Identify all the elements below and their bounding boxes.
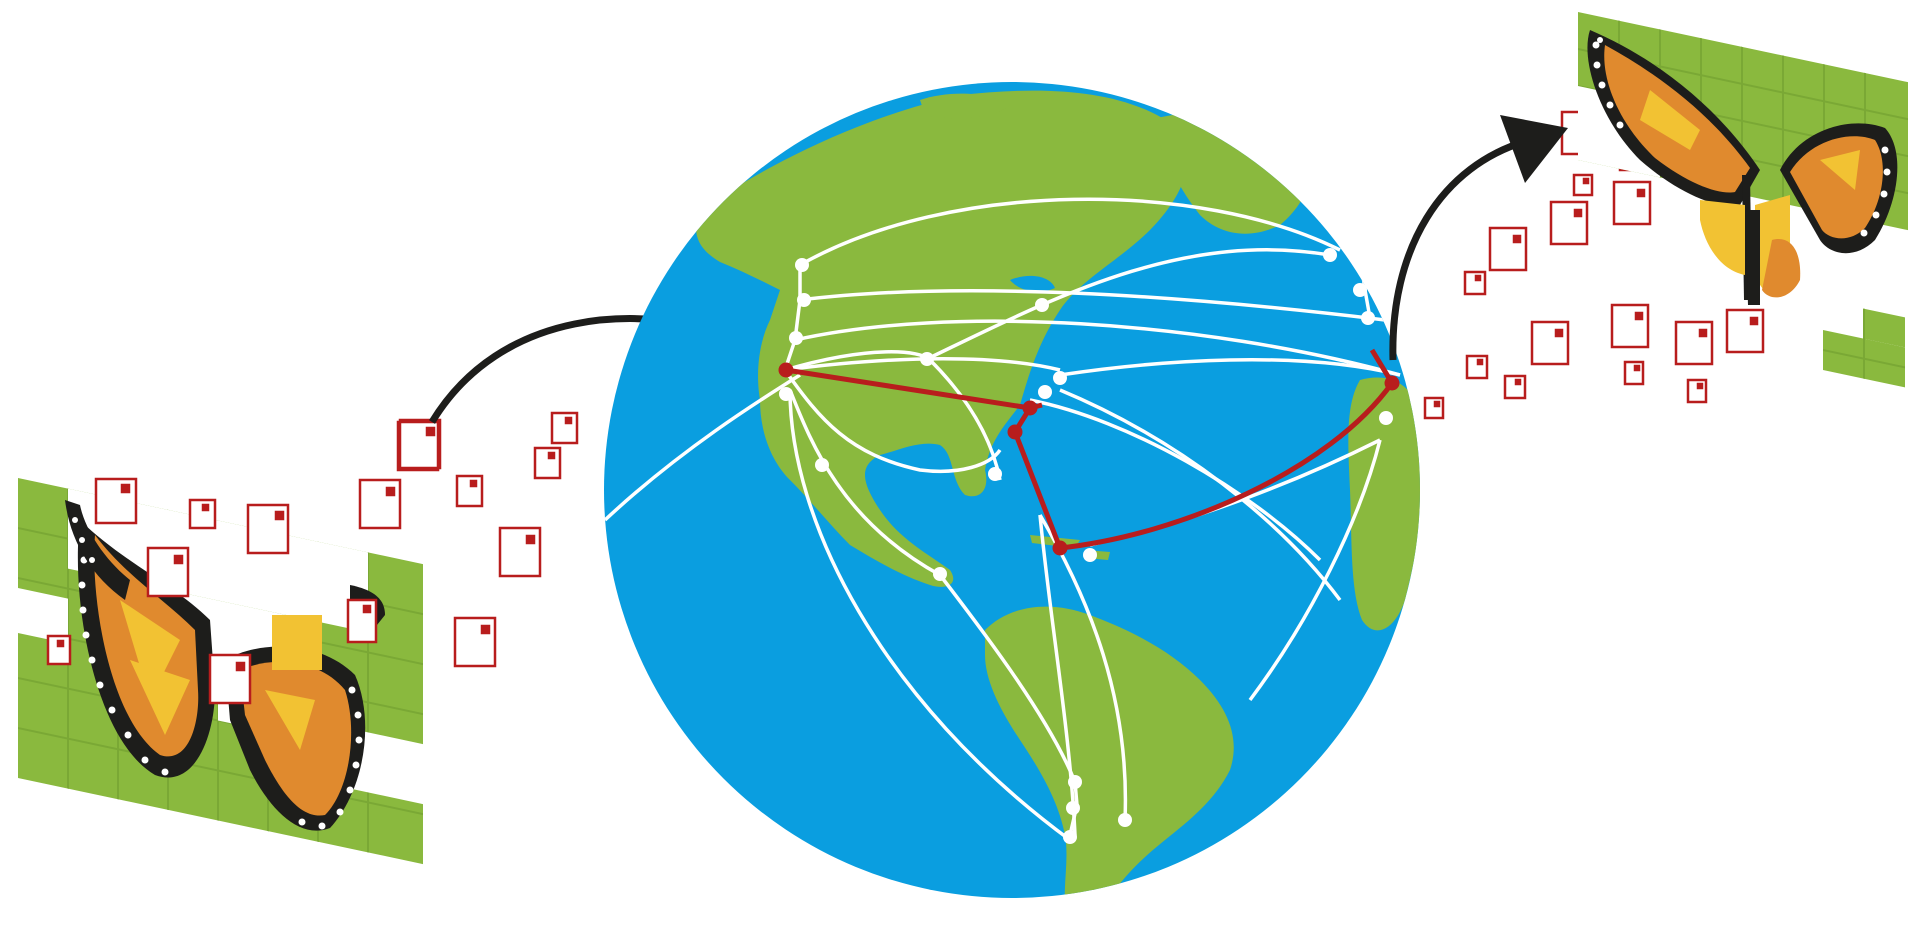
packet <box>208 653 252 705</box>
network-links <box>604 197 1401 842</box>
packet <box>46 634 72 666</box>
globe <box>604 82 1420 898</box>
packet <box>533 446 562 480</box>
source-wing-tip <box>65 500 130 600</box>
packet <box>1725 308 1765 354</box>
packet <box>1610 303 1650 349</box>
packet <box>346 598 378 644</box>
packet <box>1674 320 1714 366</box>
packet <box>1503 374 1527 400</box>
packet <box>358 478 402 530</box>
source-butterfly-image <box>18 478 423 865</box>
packet <box>455 474 484 508</box>
packet <box>146 546 190 598</box>
outgoing-packets <box>46 400 714 705</box>
packet <box>1623 360 1645 386</box>
packet <box>94 477 138 525</box>
receive-arrow-head <box>1500 115 1568 183</box>
lakes <box>1010 275 1095 342</box>
packet <box>398 418 442 470</box>
packet <box>498 526 542 578</box>
packet <box>1463 270 1487 296</box>
packet <box>1686 378 1708 404</box>
packet <box>453 616 497 668</box>
highlighted-route <box>778 348 1400 556</box>
packet <box>550 411 579 445</box>
packet <box>396 420 440 472</box>
packet <box>1465 354 1489 380</box>
destination-loose-tiles <box>1823 308 1905 388</box>
receive-arrow <box>1389 136 1531 361</box>
packet <box>188 498 217 530</box>
packet <box>1488 226 1528 272</box>
packet <box>1530 320 1570 366</box>
packet <box>1549 200 1589 246</box>
packet <box>246 503 290 555</box>
packet <box>1612 180 1652 226</box>
source-right-wing <box>225 585 385 831</box>
destination-butterfly-image <box>1578 12 1908 388</box>
network-nodes <box>779 248 1393 844</box>
packet <box>1423 396 1445 420</box>
packet <box>1572 173 1594 197</box>
